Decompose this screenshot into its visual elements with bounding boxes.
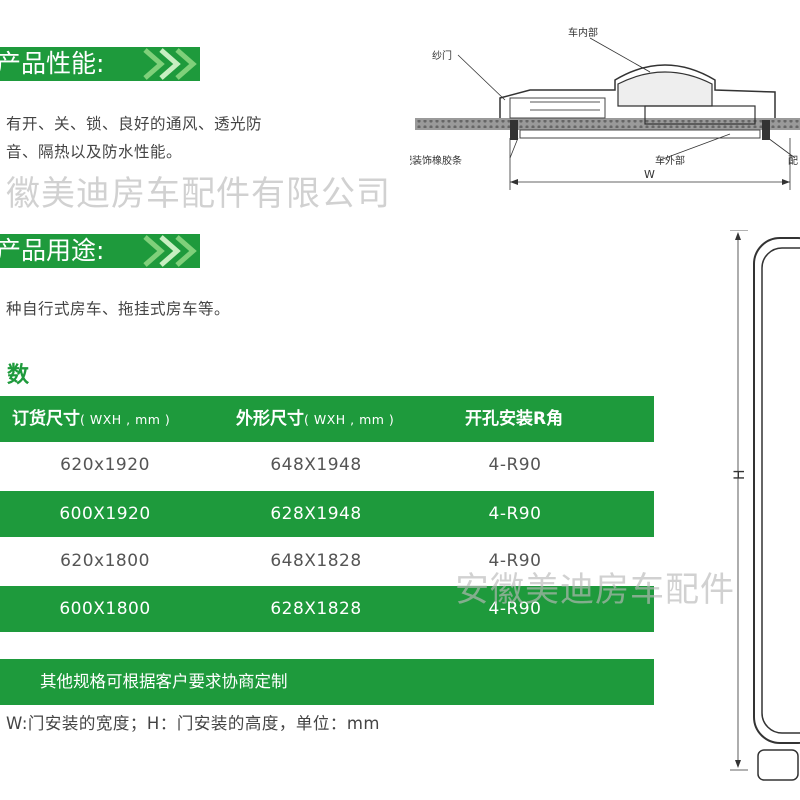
- table-row: 600X1920 628X1948 4-R90: [0, 491, 654, 537]
- label-h: H: [732, 469, 748, 480]
- header-r-corner: 开孔安装R角: [465, 396, 563, 442]
- label-screen-door: 纱门: [432, 49, 452, 62]
- cell-r-corner: 4-R90: [488, 455, 542, 475]
- frame-body: [509, 97, 606, 119]
- performance-line-2: 音、隔热以及防水性能。: [6, 143, 183, 161]
- custom-note: 其他规格可根据客户要求协商定制: [0, 659, 654, 705]
- cell-r-corner: 4-R90: [488, 599, 542, 619]
- dome: [617, 71, 713, 107]
- cell-outer-size: 628X1828: [270, 599, 362, 619]
- usage-text: 种自行式房车、拖挂式房车等。: [6, 300, 231, 318]
- door-outline-diagram: H: [730, 230, 800, 781]
- door-inner-edge: [761, 247, 800, 734]
- cell-r-corner: 4-R90: [488, 504, 542, 524]
- label-trim: 配装饰橡胶条: [410, 154, 462, 167]
- cell-order-size: 620x1800: [60, 551, 150, 571]
- header-order-size-label: 订货尺寸: [12, 409, 80, 429]
- params-title: 数: [7, 363, 30, 388]
- performance-text: 有开、关、锁、良好的通风、透光防 音、隔热以及防水性能。: [6, 110, 262, 166]
- cell-order-size: 600X1800: [59, 599, 151, 619]
- cell-order-size: 600X1920: [59, 504, 151, 524]
- door-outer-edge: [753, 237, 800, 744]
- performance-line-1: 有开、关、锁、良好的通风、透光防: [6, 115, 263, 133]
- table-header: 订货尺寸( WXH , mm ) 外形尺寸( WXH , mm ) 开孔安装R角: [0, 396, 654, 442]
- cell-r-corner: 4-R90: [488, 551, 542, 571]
- cell-order-size: 620x1920: [60, 455, 150, 475]
- table-row: 620x1800 648X1828 4-R90: [0, 538, 654, 584]
- bottom-frame: [519, 129, 761, 139]
- door-bottom-edge: [757, 749, 799, 781]
- usage-banner: 产品用途:: [0, 234, 200, 268]
- footnote: W:门安装的宽度；H：门安装的高度，单位：mm: [6, 714, 380, 733]
- chevron-arrows-icon: [143, 235, 197, 267]
- watermark-top: 徽美迪房车配件有限公司: [6, 174, 391, 214]
- label-w: W: [644, 168, 655, 181]
- cell-outer-size: 648X1828: [270, 551, 362, 571]
- left-clamp: [510, 120, 518, 140]
- cell-outer-size: 628X1948: [270, 504, 362, 524]
- watermark-bottom: 安徽美迪房车配件: [455, 570, 735, 610]
- chevron-arrows-icon: [143, 48, 197, 80]
- header-order-size-unit: ( WXH , mm ): [80, 412, 171, 427]
- header-outer-size-label: 外形尺寸: [236, 409, 304, 429]
- roof-hatch: [415, 120, 800, 128]
- right-clamp: [762, 120, 770, 140]
- header-order-size: 订货尺寸( WXH , mm ): [12, 396, 170, 442]
- header-outer-size: 外形尺寸( WXH , mm ): [236, 396, 394, 442]
- header-r-corner-label: 开孔安装R角: [465, 409, 564, 429]
- inner-flange: [644, 105, 756, 125]
- cross-section-diagram: W 纱门 车内部 车外部 配装饰橡胶条 配: [410, 26, 800, 190]
- cell-outer-size: 648X1948: [270, 455, 362, 475]
- performance-title: 产品性能:: [0, 49, 105, 78]
- performance-banner: 产品性能:: [0, 47, 200, 81]
- usage-title: 产品用途:: [0, 236, 105, 265]
- header-outer-size-unit: ( WXH , mm ): [304, 412, 395, 427]
- custom-note-text: 其他规格可根据客户要求协商定制: [40, 672, 288, 691]
- label-right: 配: [788, 155, 798, 167]
- frame-outline: [499, 64, 776, 118]
- table-row: 600X1800 628X1828 4-R90: [0, 586, 654, 632]
- label-outer: 车外部: [655, 154, 685, 167]
- table-row: 620x1920 648X1948 4-R90: [0, 442, 654, 488]
- label-inner: 车内部: [568, 26, 598, 39]
